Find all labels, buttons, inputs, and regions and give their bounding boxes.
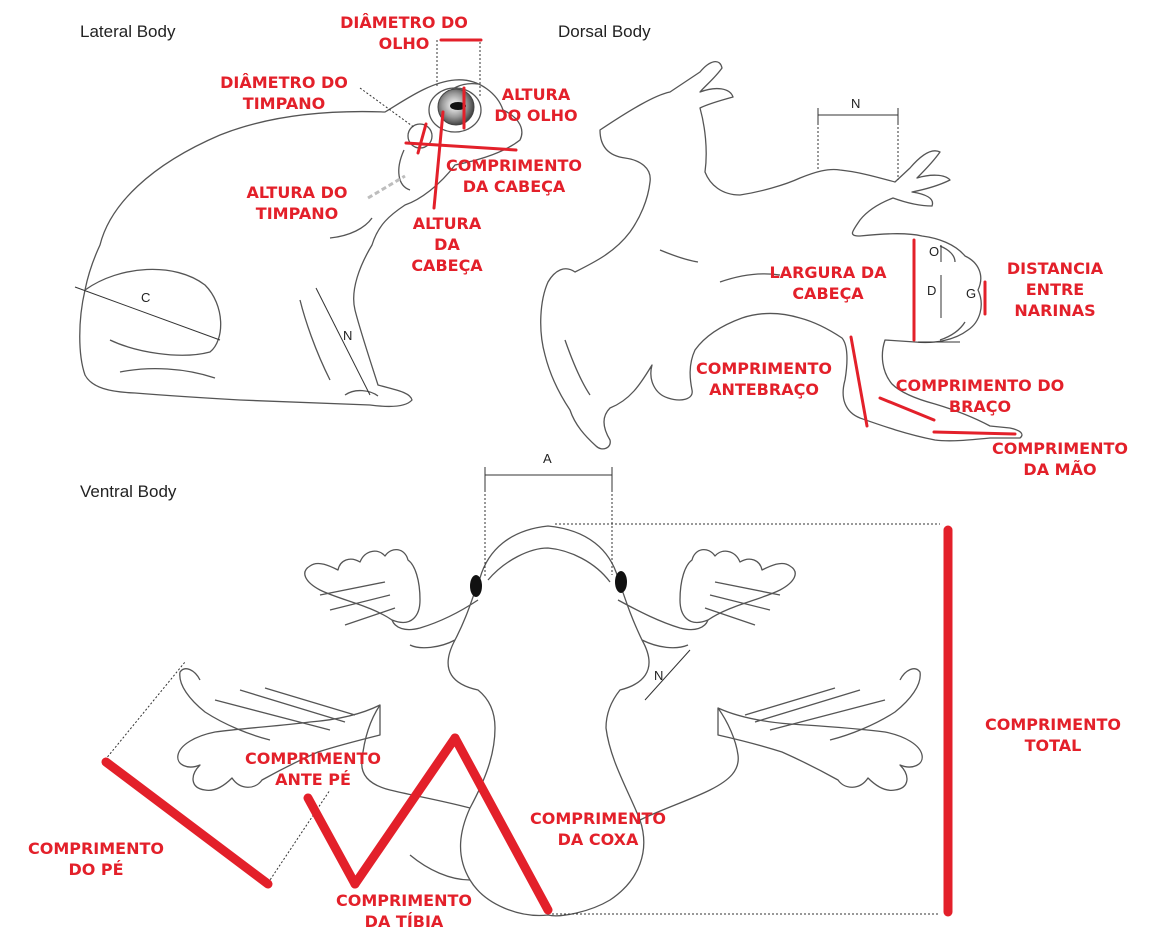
- ventral-left-eye-icon: [470, 575, 482, 597]
- letter-n-dorsal: N: [851, 96, 861, 111]
- lateral-body-title: Lateral Body: [80, 22, 176, 41]
- letter-d: D: [927, 283, 937, 298]
- ventral-frog-outline: [177, 525, 923, 917]
- letter-n-ventral: N: [654, 668, 664, 683]
- ventral-guide-lines: [104, 467, 940, 915]
- ventral-right-eye-icon: [615, 571, 627, 593]
- letter-n-lateral: N: [343, 328, 353, 343]
- dorsal-frog-outline: [540, 61, 1023, 450]
- ventral-body-title: Ventral Body: [80, 482, 177, 501]
- lateral-pupil-icon: [450, 102, 466, 110]
- dorsal-guide-lines: [817, 108, 960, 343]
- dorsal-body-title: Dorsal Body: [558, 22, 651, 41]
- altura-timpano-guide: [367, 174, 406, 200]
- letter-c: C: [141, 290, 151, 305]
- lateral-guide-lines: [74, 40, 481, 396]
- letter-o: O: [929, 244, 940, 259]
- measurement-lines: [101, 38, 1017, 917]
- letter-a: A: [543, 451, 552, 466]
- lateral-frog-outline: [79, 79, 523, 408]
- letter-g: G: [966, 286, 977, 301]
